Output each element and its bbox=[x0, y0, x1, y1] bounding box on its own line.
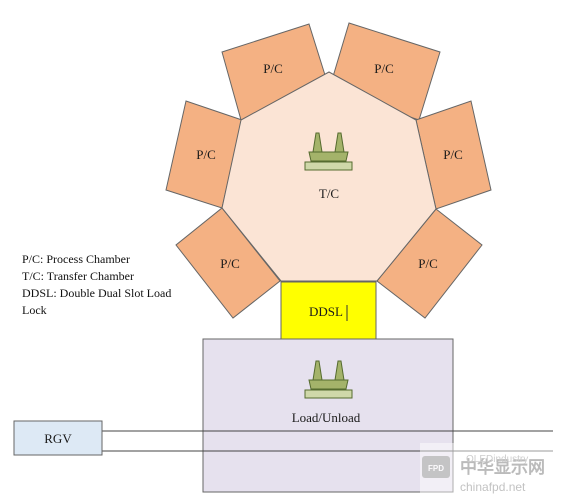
load-unload-label: Load/Unload bbox=[292, 410, 361, 425]
load-unload-station: Load/Unload bbox=[202, 338, 454, 493]
rgv-label: RGV bbox=[44, 431, 72, 446]
process-chamber-label: P/C bbox=[418, 256, 438, 271]
process-chamber-label: P/C bbox=[220, 256, 240, 271]
watermark-brand: 中华显示网 bbox=[460, 457, 545, 478]
robot-arm-icon bbox=[304, 360, 353, 399]
process-chamber-label: P/C bbox=[443, 147, 463, 162]
ddsl-load-lock: DDSL bbox=[280, 281, 377, 340]
rgv-rails bbox=[102, 430, 553, 452]
process-chamber-label: P/C bbox=[196, 147, 216, 162]
transfer-chamber-label: T/C bbox=[319, 186, 339, 201]
process-chamber-left: P/C bbox=[165, 100, 243, 209]
transfer-chamber: T/C bbox=[221, 71, 437, 282]
legend-item: DDSL: Double Dual Slot Load bbox=[22, 286, 172, 300]
legend-item: Lock bbox=[22, 303, 47, 317]
watermark-logo: FPD bbox=[428, 464, 444, 473]
legend-item: T/C: Transfer Chamber bbox=[22, 269, 134, 283]
rgv-vehicle: RGV bbox=[13, 420, 103, 456]
watermark-overlay: OLEDindustry bbox=[466, 454, 528, 465]
process-chamber-label: P/C bbox=[263, 61, 283, 76]
watermark-url: chinafpd.net bbox=[460, 480, 526, 494]
legend: P/C: Process Chamber T/C: Transfer Chamb… bbox=[22, 251, 222, 319]
robot-arm-icon bbox=[304, 132, 353, 171]
ddsl-label: DDSL bbox=[309, 304, 343, 319]
process-chamber-label: P/C bbox=[374, 61, 394, 76]
legend-item: P/C: Process Chamber bbox=[22, 252, 130, 266]
watermark: FPD 中华显示网 chinafpd.net OLEDindustry bbox=[420, 443, 563, 498]
process-chamber-bottom-left: P/C bbox=[175, 207, 281, 319]
